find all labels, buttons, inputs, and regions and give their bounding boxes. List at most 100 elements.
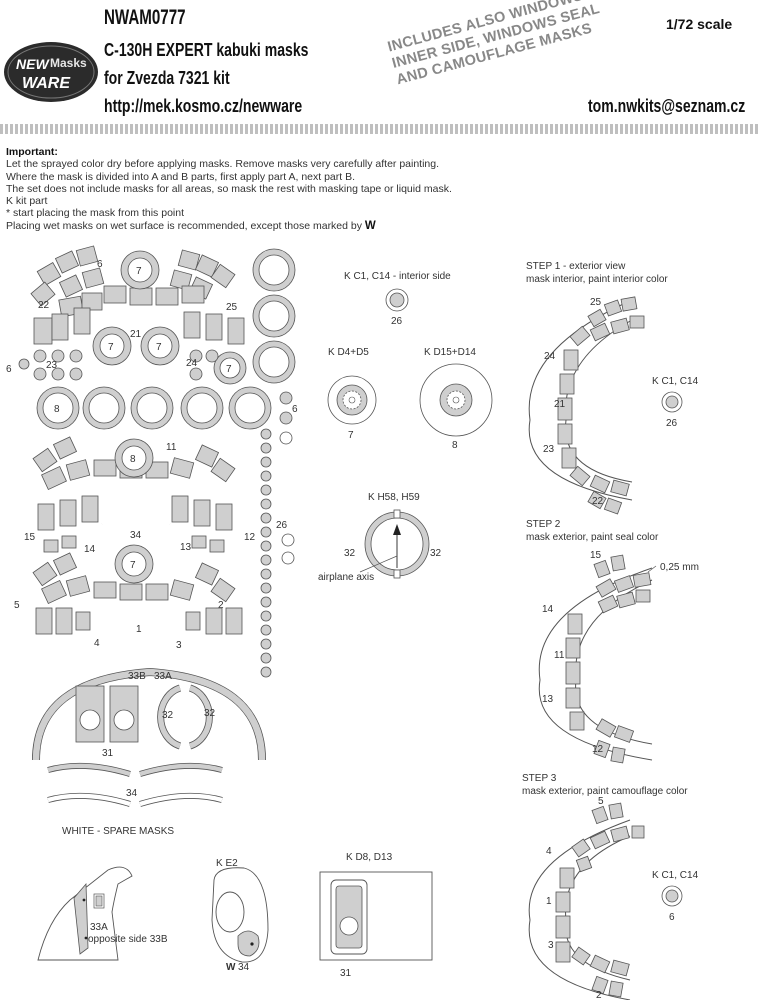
label-22: 22: [38, 300, 50, 311]
note-line: Placing wet masks on wet surface is reco…: [6, 220, 452, 232]
e2-number: 34: [238, 962, 250, 973]
email-link[interactable]: tom.nwkits@seznam.cz: [588, 96, 746, 116]
logo-new: NEW: [16, 56, 50, 72]
big-rings-column: [252, 248, 296, 384]
note-line: The set does not include masks for all a…: [6, 182, 452, 195]
product-title: C-130H EXPERT kabuki masks: [104, 40, 309, 60]
arch-middle-row: [58, 285, 205, 318]
d4-number: 7: [348, 430, 354, 441]
label-11: 11: [166, 442, 177, 453]
h58-right-number: 32: [430, 548, 442, 559]
label-33a: 33A: [154, 671, 172, 682]
label-24: 24: [186, 358, 198, 369]
step-3-number: 2: [596, 990, 602, 1000]
d8-number: 31: [340, 968, 352, 979]
label-7: 7: [130, 560, 136, 571]
label-5: 5: [14, 600, 20, 611]
step-2-number: 13: [542, 694, 554, 705]
label-8: 8: [54, 404, 60, 415]
c1-number: 26: [391, 316, 403, 327]
e2-caption: K E2: [216, 858, 238, 869]
c1-caption: K C1, C14 - interior side: [344, 271, 451, 282]
label-13: 13: [180, 542, 192, 553]
step-2-number: 14: [542, 604, 554, 615]
header-divider: [0, 124, 759, 134]
scale-label: 1/72 scale: [666, 16, 733, 32]
label-32: 32: [162, 710, 174, 721]
step-3-title: STEP 3: [522, 773, 557, 784]
note-line: Let the sprayed color dry before applyin…: [6, 158, 440, 171]
note-line-text: Placing wet masks on wet surface is reco…: [6, 219, 362, 232]
label-6: 6: [97, 259, 103, 270]
product-code: NWAM0777: [104, 6, 186, 29]
windscreen-outline: [32, 667, 266, 761]
d8-caption: K D8, D13: [346, 852, 393, 863]
h58-left-number: 32: [344, 548, 356, 559]
label-31: 31: [102, 748, 114, 759]
label-7: 7: [136, 266, 142, 277]
label-8: 8: [130, 454, 136, 465]
dot-column: [260, 391, 295, 678]
label-33b: 33B: [128, 671, 146, 682]
kit-part-e2: K E2 W 34: [211, 858, 269, 973]
step-1-number: 22: [592, 496, 604, 507]
label-7: 7: [156, 342, 162, 353]
step-1: STEP 1 - exterior view mask interior, pa…: [526, 261, 699, 515]
step-1-number: 25: [590, 297, 602, 308]
website-link[interactable]: http://mek.kosmo.cz/newware: [104, 96, 303, 116]
label-34: 34: [130, 530, 142, 541]
side-blocks: [33, 307, 245, 345]
step-2-desc: mask exterior, paint seal color: [526, 532, 659, 543]
logo-masks: Masks: [50, 56, 87, 70]
label-25: 25: [226, 302, 238, 313]
step-2-number: 11: [554, 650, 565, 661]
label-6: 6: [292, 404, 298, 415]
step-3-desc: mask exterior, paint camouflage color: [522, 786, 688, 797]
mask-sheet: 6 7 22 25 21 7 7 6 23 24 7 8 6 8 11 26 3…: [6, 245, 298, 837]
label-6: 6: [6, 364, 12, 375]
block-group-11: [32, 436, 236, 491]
step-3-number: 4: [546, 846, 552, 857]
step-3: STEP 3 mask exterior, paint camouflage c…: [522, 773, 699, 1000]
logo-ware: WARE: [22, 75, 71, 92]
label-14: 14: [84, 544, 96, 555]
d15-number: 8: [452, 440, 458, 451]
label-7: 7: [108, 342, 114, 353]
small-dots-row: [18, 349, 219, 381]
kit-part-h58: K H58, H59 32 32 airplane axis: [318, 492, 442, 583]
fuselage-nose: 33A opposite side 33B: [37, 866, 168, 961]
kit-part-c1: K C1, C14 - interior side 26: [344, 271, 451, 327]
step-1-title: STEP 1 - exterior view: [526, 261, 626, 272]
label-1: 1: [136, 624, 142, 635]
kit-part-d8: K D8, D13 31: [319, 852, 433, 979]
d15-caption: K D15+D14: [424, 347, 476, 358]
wet-mark: W: [364, 219, 376, 232]
h58-caption: K H58, H59: [368, 492, 420, 503]
step-2-number: 15: [590, 550, 602, 561]
spare-caption: WHITE - SPARE MASKS: [62, 826, 174, 837]
step-1-number: 24: [544, 351, 556, 362]
label-7: 7: [226, 364, 232, 375]
note-line: Where the mask is divided into A and B p…: [6, 170, 356, 183]
strip-masks-34: [47, 762, 223, 807]
block-group-1: [32, 552, 243, 635]
label-32: 32: [204, 708, 216, 719]
note-line: * start placing the mask from this point: [6, 207, 184, 220]
step-1-number: 23: [543, 444, 555, 455]
step-3-side-caption: K C1, C14: [652, 870, 699, 881]
rings-row-8: [36, 386, 272, 430]
kit-title: for Zvezda 7321 kit: [104, 68, 230, 88]
step-1-side-caption: K C1, C14: [652, 376, 699, 387]
new-ware-logo: NEW Masks WARE: [4, 42, 98, 102]
step-1-desc: mask interior, paint interior color: [526, 274, 668, 285]
axis-label: airplane axis: [318, 572, 374, 583]
kit-part-d4: K D4+D5 7: [327, 347, 377, 441]
step-2-number: 12: [592, 744, 604, 755]
label-34: 34: [126, 788, 138, 799]
label-21: 21: [130, 329, 142, 340]
block-group-14-13: [37, 495, 233, 584]
label-23: 23: [46, 360, 58, 371]
step-1-side-number: 26: [666, 418, 678, 429]
notes-title: Important:: [6, 146, 58, 158]
